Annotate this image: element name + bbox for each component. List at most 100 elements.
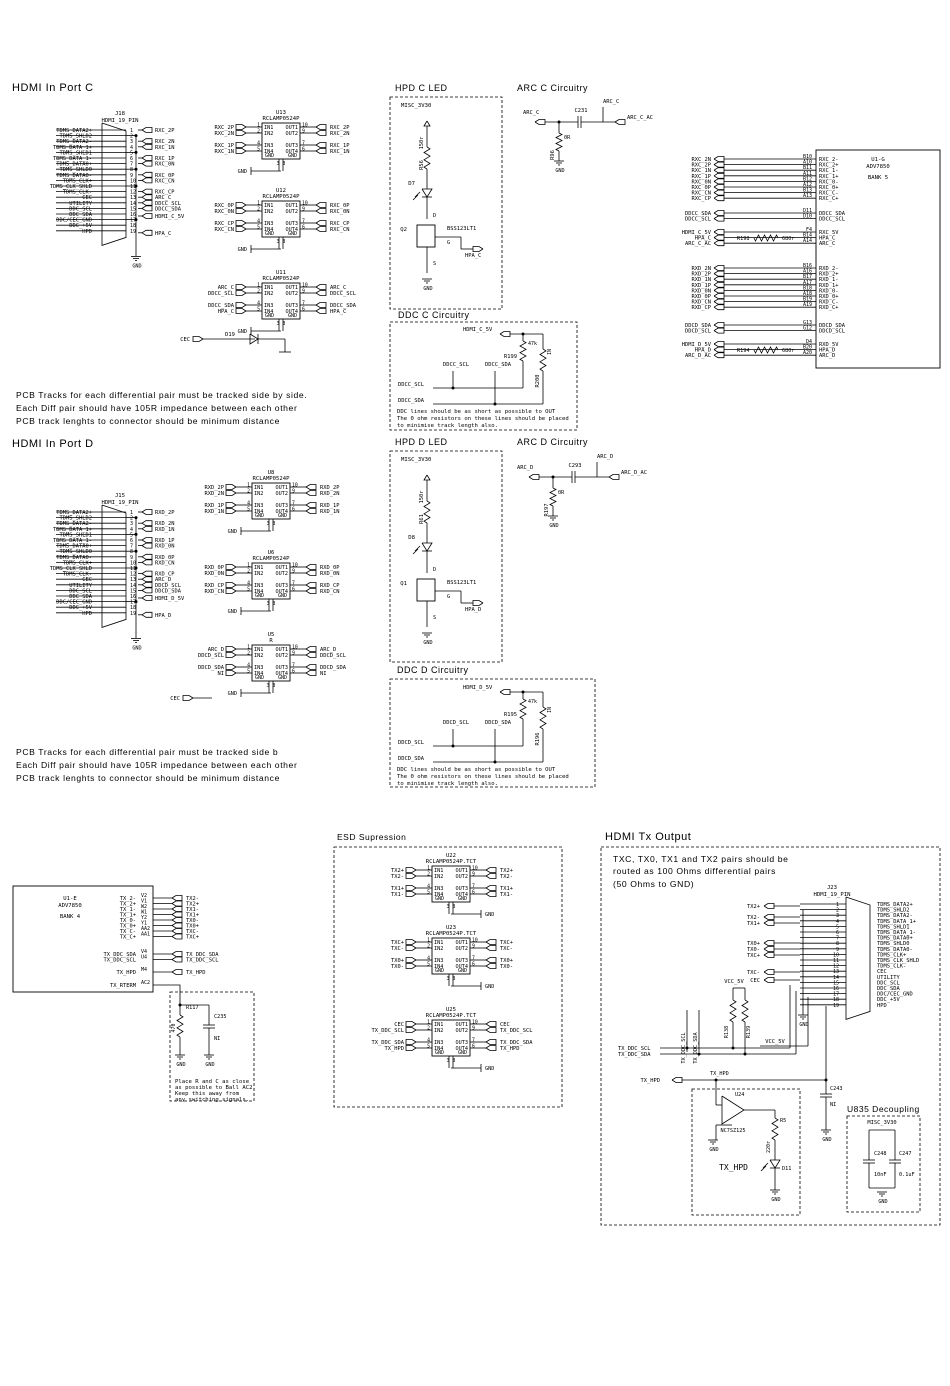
clamp-out-label: OUT1 — [276, 565, 289, 571]
resistor — [771, 1117, 779, 1141]
clamp-pin-number: 3 — [277, 321, 280, 327]
ic-pin-number: B18 — [803, 285, 812, 291]
clamp-out-label: OUT4 — [286, 149, 299, 155]
clamp-in-label: IN2 — [434, 1028, 443, 1034]
mosfet-pin: S — [433, 261, 436, 267]
clamp-body — [431, 937, 471, 975]
net-label: DDCD_SCL — [685, 329, 711, 335]
connector-pin-name: TDMS_DATA0+ — [56, 162, 92, 168]
net-label: HPA_C — [218, 309, 234, 315]
net-port — [713, 327, 725, 334]
net-label: TX1+ — [747, 921, 761, 927]
capacitor-ref: C235 — [214, 1014, 227, 1020]
net-label: RXD_2P — [320, 485, 339, 491]
resistor-value: 47k — [528, 699, 537, 705]
connector-pin-name: HPD — [82, 229, 92, 235]
clamp-pin-number: 8 — [273, 683, 276, 689]
ic-pin-name: DDCC_SDA — [819, 211, 846, 217]
net-port — [713, 298, 725, 305]
net-port — [305, 490, 317, 496]
connector-pin-number: 8 — [130, 549, 133, 555]
supply-label: MISC_3V30 — [401, 103, 431, 109]
clamp-ref: U13 — [276, 110, 286, 116]
supply-label: MISC_3V30 — [401, 457, 431, 463]
heading-ddc-c: DDC C Circuitry — [398, 310, 470, 320]
net-port — [713, 352, 725, 359]
net-port — [141, 188, 153, 195]
clamp-pin-number: 4 — [247, 663, 250, 669]
clamp-pin-number: 1 — [427, 866, 430, 872]
pcb-note-c: PCB Tracks for each differential pair mu… — [16, 390, 307, 426]
junction-dot — [134, 549, 138, 553]
resistor — [741, 999, 749, 1023]
net-label: TX0- — [500, 964, 513, 970]
ic-pin-number: AA1 — [141, 932, 150, 938]
clamp-pin-number: 7 — [302, 141, 305, 147]
net-label: TX_HPD — [385, 1046, 404, 1052]
ddc-c-note: DDC lines should be as short as possible… — [397, 409, 569, 429]
net-label: TX1- — [391, 892, 404, 898]
connector-pin-name: TDMS_SHLD1 — [877, 924, 909, 930]
clamp-out-label: OUT3 — [276, 503, 289, 509]
connector-pin-number: 3 — [130, 139, 133, 145]
clamp-pin-number: 3 — [277, 239, 280, 245]
mosfet-part: BSS123LT1 — [447, 226, 476, 232]
clamp-out-label: OUT4 — [286, 309, 299, 315]
clamp-in-label: IN2 — [254, 653, 263, 659]
resistor — [753, 346, 779, 354]
gnd-label: GND — [555, 168, 564, 174]
connector-pin-name: HPD — [82, 611, 92, 617]
net-port — [141, 205, 153, 212]
connector-part: HDMI_19_PIN — [101, 118, 138, 124]
ic-pin-name: RXC_5V — [819, 230, 839, 236]
gnd-label: GND — [878, 1199, 887, 1205]
net-port — [235, 226, 247, 232]
net-label: TXC- — [500, 946, 513, 952]
connector-pin-number: 8 — [836, 941, 839, 947]
led-arrow — [762, 1162, 769, 1169]
net-port — [141, 143, 153, 150]
net-label: TX0- — [391, 964, 404, 970]
ic-pin-number: AC2 — [141, 980, 150, 986]
connector-pin-name: UTILITY — [69, 583, 92, 589]
net-label: HPA_C — [465, 253, 481, 259]
net-label: DDCC_SCL — [330, 291, 356, 297]
clamp-pin-number: 2 — [427, 872, 430, 878]
net-port — [763, 914, 775, 920]
led-icon — [421, 188, 433, 198]
clamp-pin-number: 7 — [472, 1038, 475, 1044]
clamp-in-label: IN3 — [434, 886, 443, 892]
connector-pin-number: 3 — [836, 913, 839, 919]
supply-label: VCC_5V — [765, 1039, 785, 1045]
gnd-label: GND — [709, 1147, 718, 1153]
connector-pin-number: 7 — [130, 162, 133, 168]
junction-dot — [685, 1046, 689, 1050]
net-port — [305, 588, 317, 594]
connector-pin-number: 5 — [130, 150, 133, 156]
clamp-gnd-label: GND — [278, 675, 287, 681]
clamp-pin-number: 10 — [302, 123, 308, 129]
capacitor-value: 0.1uF — [899, 1172, 915, 1178]
gnd-label: GND — [238, 169, 247, 175]
connector-pin-number: 8 — [130, 167, 133, 173]
net-port — [485, 945, 497, 951]
connector-pin-number: 2 — [836, 908, 839, 914]
connector-pin-name: DDC/CEC_GND — [877, 992, 913, 998]
resistor-ref: R61 — [419, 514, 425, 524]
ic-pin-number: Y1 — [141, 921, 147, 927]
net-label: DDCC_SDA — [685, 211, 712, 217]
clamp-in-label: IN3 — [254, 665, 263, 671]
capacitor-ref: C243 — [830, 1086, 843, 1092]
net-label: RXC_1P — [155, 156, 174, 162]
net-label: RXC_CP — [692, 196, 711, 202]
net-port — [235, 142, 247, 148]
clamp-out-label: OUT1 — [456, 868, 469, 874]
connector-pin-name: DDC_SCL — [69, 206, 92, 212]
net-port — [225, 490, 237, 496]
net-label: RXD_CN — [155, 560, 174, 566]
clamp-pin-number: 10 — [472, 938, 478, 944]
connector-pin-name: TDMS_DATA0+ — [877, 936, 913, 942]
